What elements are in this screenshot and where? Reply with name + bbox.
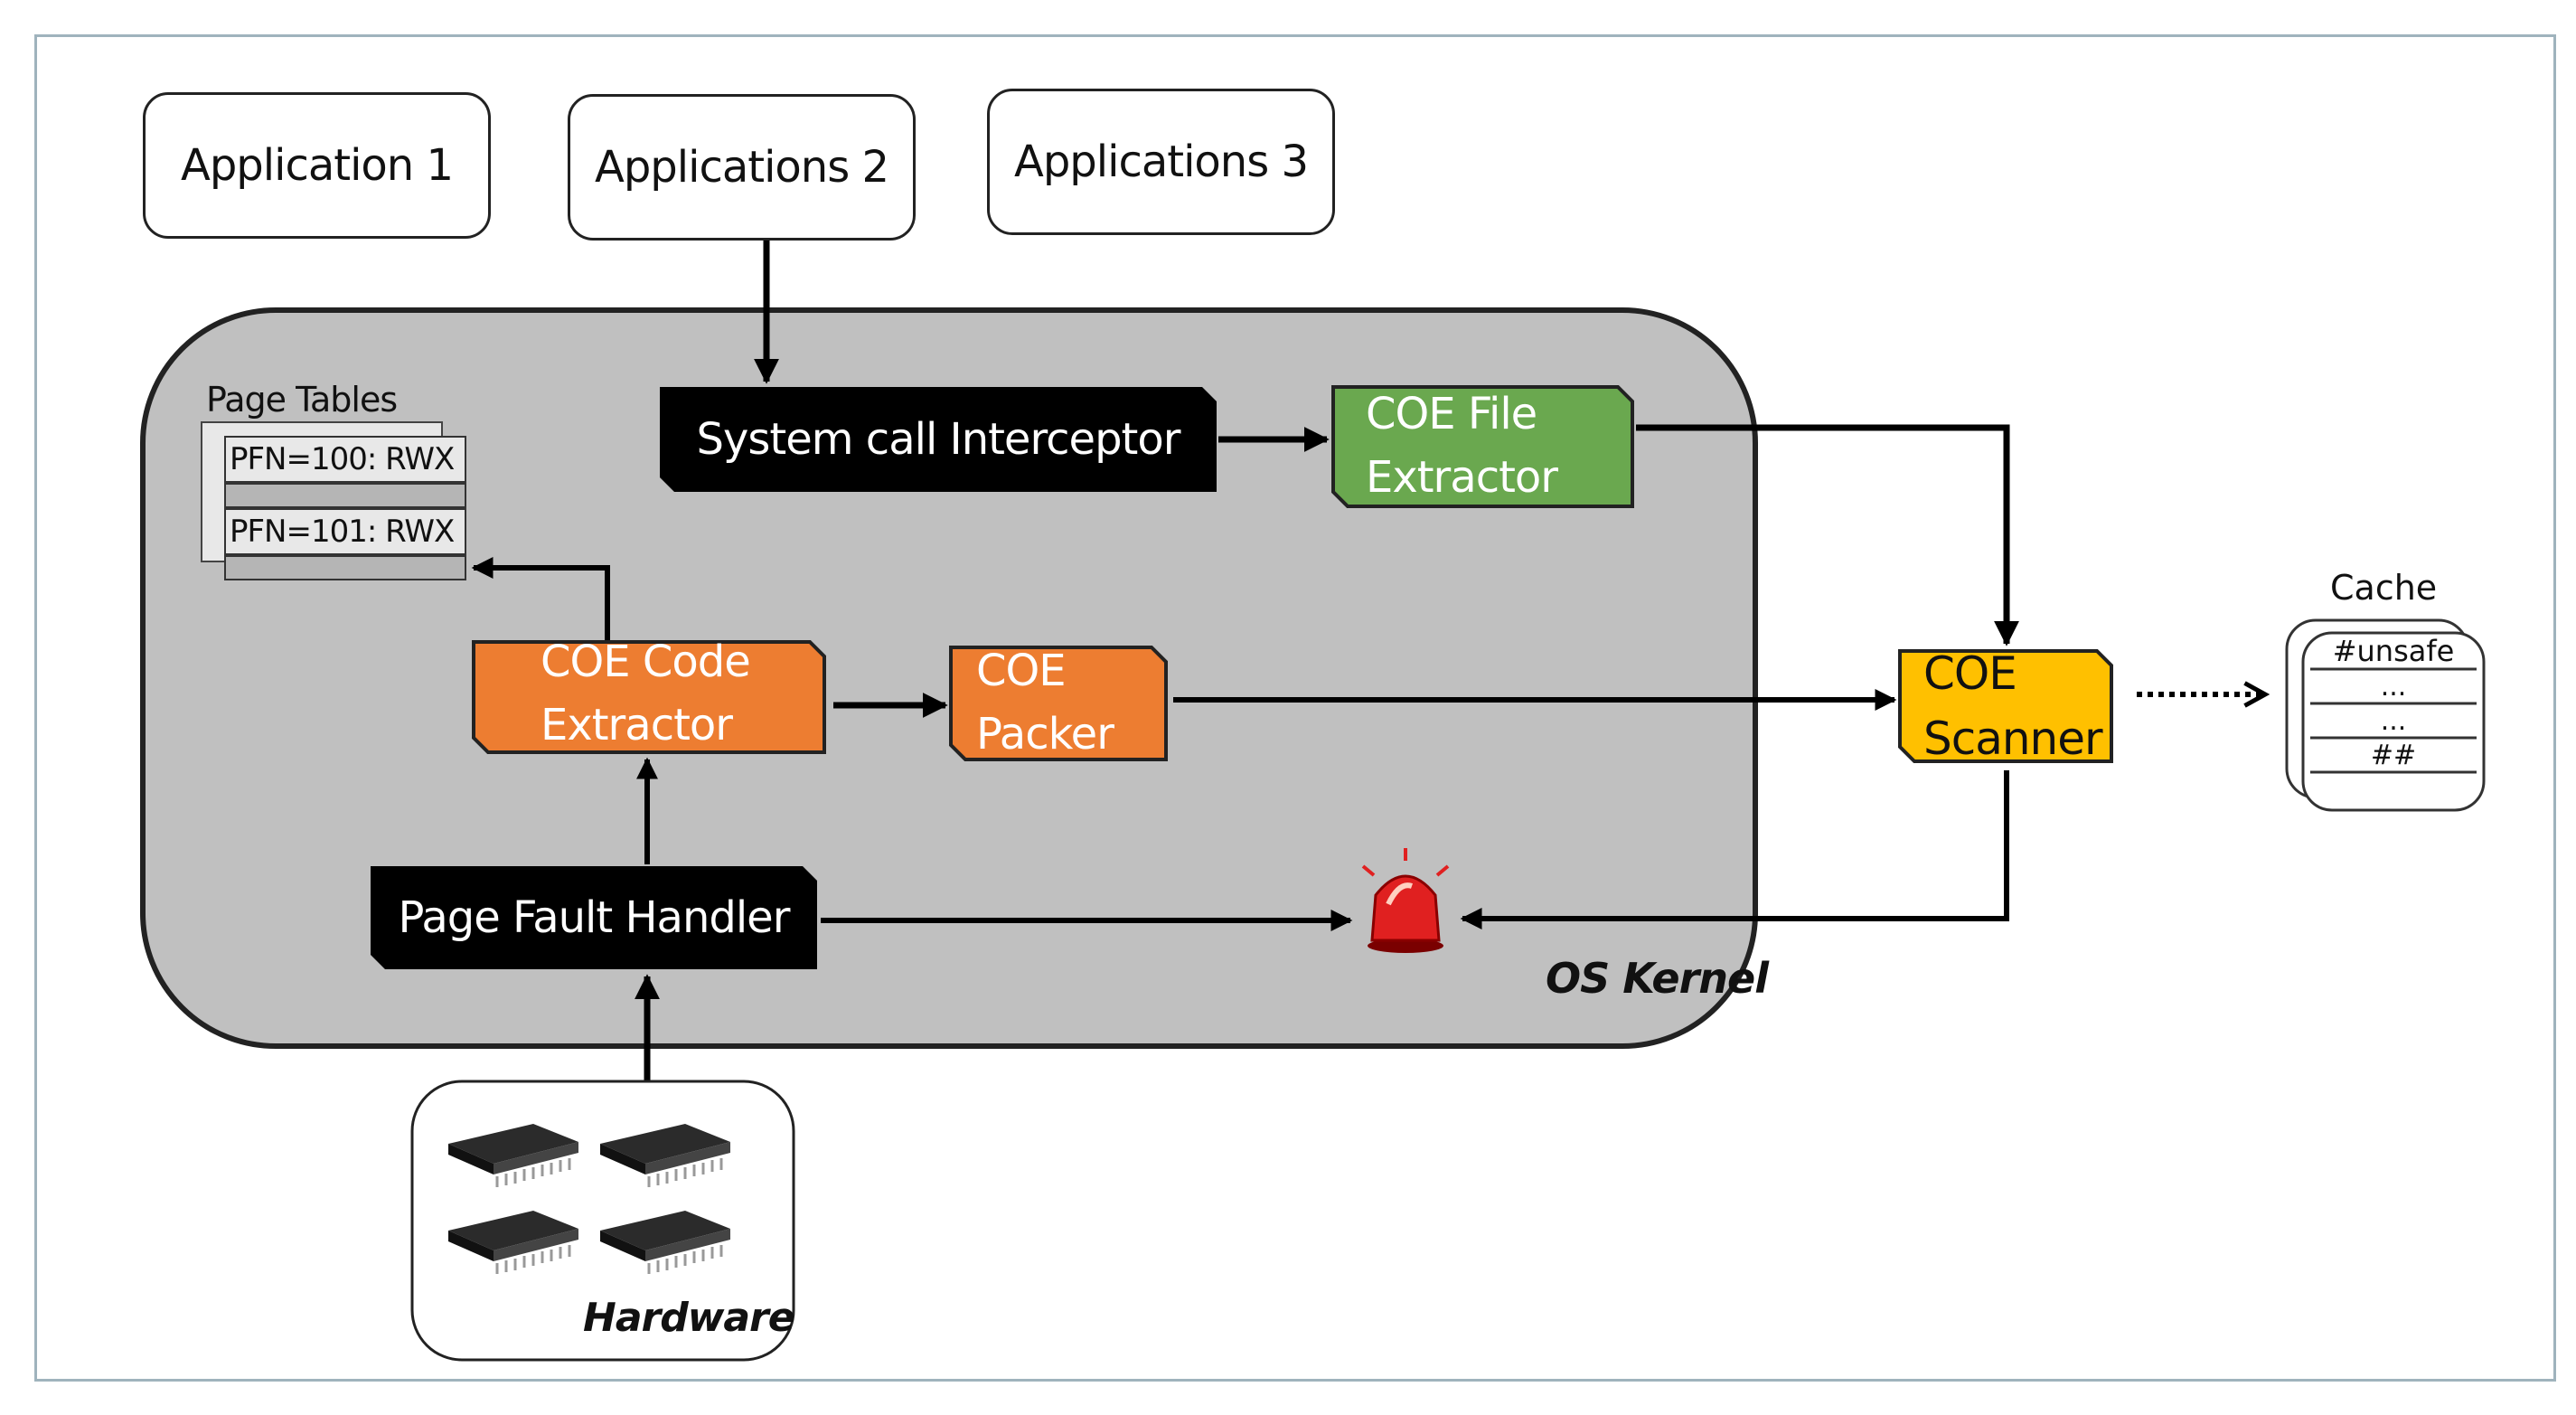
coe-file-extractor-line1: COE File xyxy=(1366,389,1537,440)
system-call-interceptor-label: System call Interceptor xyxy=(696,414,1181,465)
arrow-code-extractor-to-page-tables xyxy=(471,557,610,640)
coe-file-extractor-box: COE File Extractor xyxy=(1333,387,1632,506)
coe-file-extractor-line2: Extractor xyxy=(1366,452,1558,503)
application-3-box: Applications 3 xyxy=(987,89,1335,235)
coe-packer-shape xyxy=(949,646,1168,761)
application-1-label: Application 1 xyxy=(181,140,454,191)
page-fault-handler-label: Page Fault Handler xyxy=(398,892,791,943)
page-table-row-divider xyxy=(224,483,466,508)
application-1-box: Application 1 xyxy=(143,92,491,239)
os-kernel-label: OS Kernel xyxy=(1546,954,1769,1003)
coe-code-extractor-line1: COE Code xyxy=(541,637,751,688)
cpu-chip-icon xyxy=(600,1124,730,1187)
arrow-scanner-to-alarm xyxy=(1460,770,2009,929)
hardware-chips xyxy=(448,1124,730,1274)
coe-code-extractor-shape xyxy=(472,640,826,754)
coe-scanner-line2: Scanner xyxy=(1923,712,2103,765)
hardware-label: Hardware xyxy=(583,1295,795,1341)
cache-entry: ## xyxy=(2370,739,2417,771)
coe-scanner-box: COE Scanner xyxy=(1900,647,2111,766)
page-table-row-divider xyxy=(224,555,466,580)
cpu-chip-icon xyxy=(448,1211,578,1274)
coe-file-extractor-shape xyxy=(1331,385,1634,508)
cache-label: Cache xyxy=(2330,568,2438,608)
system-call-interceptor-shape xyxy=(660,387,1217,492)
cache-entry: #unsafe xyxy=(2332,634,2455,668)
cpu-chip-icon xyxy=(600,1211,730,1274)
page-table-row: PFN=100: RWX xyxy=(224,436,466,483)
application-2-box: Applications 2 xyxy=(568,94,916,241)
alarm-light-icon xyxy=(1361,848,1450,953)
diagram-frame xyxy=(34,34,2556,1382)
coe-scanner-shape xyxy=(1898,649,2113,763)
arrow-file-extractor-to-scanner xyxy=(1636,424,2019,646)
coe-scanner-line1: COE xyxy=(1923,646,2017,700)
cache-entry: ... xyxy=(2380,670,2407,703)
cpu-chip-icon xyxy=(448,1124,578,1187)
coe-code-extractor-line2: Extractor xyxy=(541,700,733,750)
cache-entry: ... xyxy=(2380,704,2407,737)
coe-packer-line1: COE xyxy=(976,646,1067,697)
application-2-label: Applications 2 xyxy=(595,142,889,193)
page-fault-handler-shape xyxy=(371,866,817,969)
coe-code-extractor-box: COE Code Extractor xyxy=(474,637,824,752)
page-tables-label: Page Tables xyxy=(206,380,398,420)
coe-packer-line2: Packer xyxy=(976,709,1114,759)
cache-icon xyxy=(2285,618,2486,812)
page-table-row: PFN=101: RWX xyxy=(224,508,466,555)
application-3-label: Applications 3 xyxy=(1014,137,1309,187)
coe-packer-box: COE Packer xyxy=(951,646,1166,759)
